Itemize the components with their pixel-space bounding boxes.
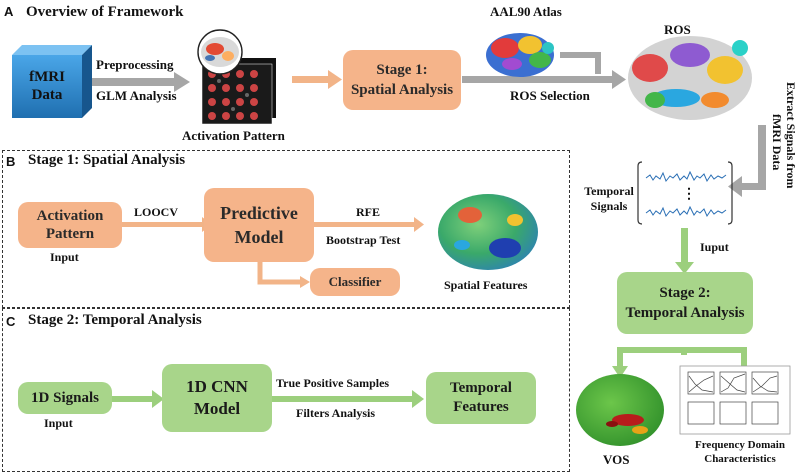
arrow-c-output <box>270 396 414 402</box>
fmri-line1: fMRI <box>29 69 65 85</box>
signals-box: 1D Signals <box>18 382 112 414</box>
rfe-label: RFE <box>356 205 380 219</box>
activation-box-line1: Activation <box>36 208 104 224</box>
frequency-plots <box>679 365 791 435</box>
glm-label: GLM Analysis <box>96 88 177 103</box>
aal-label: AAL90 Atlas <box>490 4 562 19</box>
panel-a-title: Overview of Framework <box>26 4 184 20</box>
panel-b-frame <box>2 150 570 308</box>
activation-slices-image <box>197 29 276 125</box>
bootstrap-label: Bootstrap Test <box>326 233 401 247</box>
frequency-label: Frequency Domain Characteristics <box>682 438 798 466</box>
fmri-label: fMRI Data <box>12 68 82 104</box>
stage2-line1: Stage 2: <box>659 285 711 301</box>
stage2-box: Stage 2: Temporal Analysis <box>617 272 753 334</box>
ros-brain <box>628 36 752 120</box>
temporal-features-line2: Features <box>453 399 509 415</box>
panel-c-letter: C <box>6 314 16 329</box>
loocv-label: LOOCV <box>134 205 179 219</box>
temporal-signals-line2: Signals <box>590 199 628 213</box>
fmri-cube <box>12 45 92 118</box>
atlas-connector <box>560 52 601 74</box>
extract-line2: fMRI Data <box>770 114 784 171</box>
frequency-line1: Frequency Domain <box>695 439 785 451</box>
temporal-signals-line1: Temporal <box>584 184 634 198</box>
arrow-loocv <box>122 222 204 227</box>
c-input-label: Input <box>44 416 73 430</box>
cnn-box: 1D CNN Model <box>162 364 272 432</box>
classifier-box: Classifier <box>310 268 400 296</box>
stage1-line2: Spatial Analysis <box>350 82 454 98</box>
activation-box: Activation Pattern <box>18 202 122 248</box>
ros-selection-label: ROS Selection <box>510 88 590 103</box>
arrow-classifier <box>257 262 302 285</box>
aal90-atlas-brain <box>486 33 554 77</box>
cnn-line1: 1D CNN <box>186 377 248 396</box>
extract-line1: Extract Signals from <box>784 82 798 189</box>
temporal-signals-label: Temporal Signals <box>584 184 634 214</box>
preprocessing-label: Preprocessing <box>96 57 174 72</box>
panel-a-letter: A <box>4 4 14 19</box>
fmri-line2: Data <box>31 87 63 103</box>
vos-label: VOS <box>603 452 630 467</box>
arrow-ros-selection <box>462 76 612 83</box>
arrow-rfe <box>312 222 416 227</box>
stage1-box: Stage 1: Spatial Analysis <box>343 50 461 110</box>
temporal-features-box: Temporal Features <box>426 372 536 424</box>
arrow-iuput <box>681 228 688 264</box>
arrow-to-vos <box>617 347 687 368</box>
arrow-extract <box>758 125 766 190</box>
panel-b-letter: B <box>6 154 16 169</box>
cnn-line2: Model <box>193 399 241 418</box>
stage1-line1: Stage 1: <box>376 62 428 78</box>
b-input-label: Input <box>50 250 79 264</box>
predictive-model-box: Predictive Model <box>204 188 314 262</box>
spatial-features-brain <box>438 194 538 270</box>
temporal-features-line1: Temporal <box>450 380 512 396</box>
signal-ellipsis: ⋮ <box>682 187 696 202</box>
activation-pattern-label: Activation Pattern <box>182 128 285 143</box>
predictive-line2: Model <box>234 227 284 247</box>
activation-box-line2: Pattern <box>45 226 95 242</box>
temporal-signals-graphic <box>637 161 733 225</box>
arrow-preprocess <box>92 78 174 86</box>
extract-label: Extract Signals from fMRI Data <box>770 82 800 232</box>
spatial-features-label: Spatial Features <box>444 278 528 292</box>
frequency-line2: Characteristics <box>704 453 776 465</box>
filters-label: Filters Analysis <box>296 406 376 420</box>
panel-c-title: Stage 2: Temporal Analysis <box>28 312 202 328</box>
vos-brain <box>576 374 664 446</box>
arrow-c-input <box>112 396 154 402</box>
predictive-line1: Predictive <box>220 203 298 223</box>
arrow-to-stage1 <box>292 76 328 83</box>
ros-label: ROS <box>664 22 691 37</box>
arrow-to-frequency <box>684 347 747 368</box>
stage2-line2: Temporal Analysis <box>625 305 745 321</box>
panel-c-frame <box>2 308 570 472</box>
iuput-label: Iuput <box>700 240 729 254</box>
tps-label: True Positive Samples <box>276 376 390 390</box>
panel-b-title: Stage 1: Spatial Analysis <box>28 152 186 168</box>
